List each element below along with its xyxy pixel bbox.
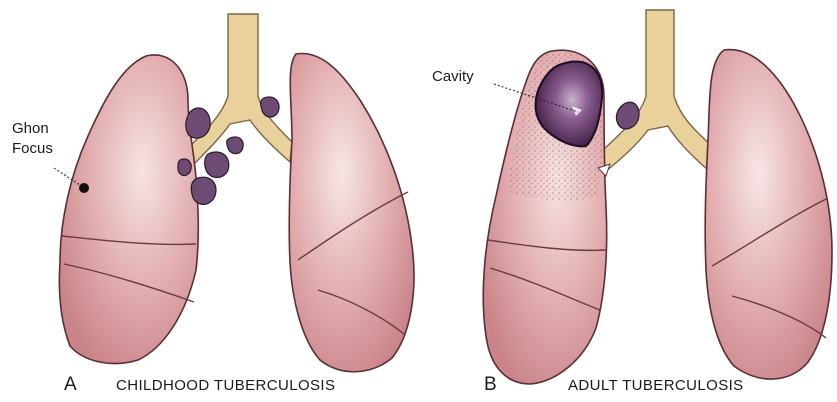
lymph-node: [178, 159, 191, 176]
lymph-node: [191, 177, 216, 204]
trachea-b: [596, 10, 712, 176]
panel-b: [483, 10, 832, 384]
ghon-label-line1: Ghon: [12, 121, 49, 136]
right-lung-a: [289, 53, 414, 371]
left-lung-a: [59, 55, 198, 364]
panel-a-letter: A: [64, 375, 77, 394]
lymph-node: [205, 152, 229, 178]
ghon-focus-dot: [79, 183, 89, 193]
panel-a-caption: CHILDHOOD TUBERCULOSIS: [116, 378, 335, 393]
panel-b-letter: B: [484, 375, 497, 394]
lymph-node: [616, 102, 639, 129]
cavity-label: Cavity: [432, 69, 474, 84]
lymph-node: [186, 108, 210, 138]
lymph-node: [227, 137, 244, 154]
panel-b-caption: ADULT TUBERCULOSIS: [568, 378, 744, 393]
panel-a: [54, 14, 414, 372]
ghon-label-line2: Focus: [12, 141, 53, 156]
lymph-node: [261, 97, 279, 117]
